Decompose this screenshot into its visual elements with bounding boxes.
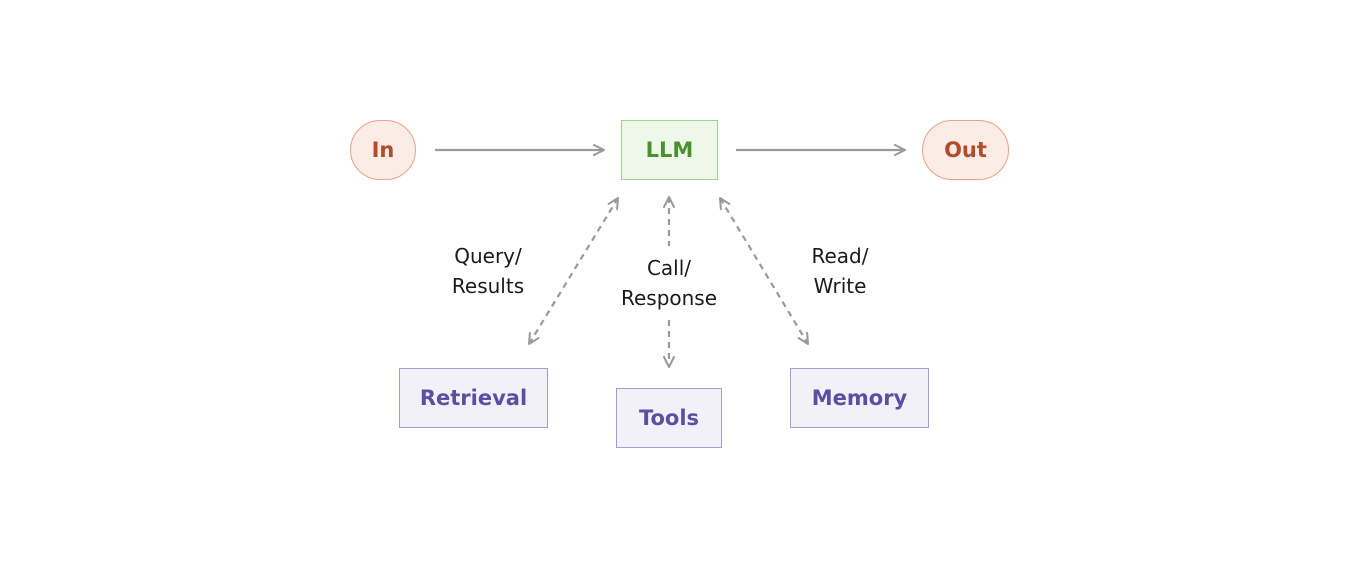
memory-edge-label-line1: Read/: [811, 244, 869, 268]
memory-node-label: Memory: [811, 386, 908, 410]
tools-node-label: Tools: [638, 406, 700, 430]
input-node: In: [350, 120, 416, 180]
llm-node: LLM: [621, 120, 718, 180]
retrieval-edge-label-line2: Results: [451, 274, 525, 298]
retrieval-edge-label-line1: Query/: [454, 244, 522, 268]
tools-edge-label-line2: Response: [620, 286, 718, 310]
llm-node-label: LLM: [645, 138, 694, 162]
output-node-label: Out: [944, 138, 987, 162]
output-node: Out: [922, 120, 1009, 180]
input-node-label: In: [371, 138, 395, 162]
retrieval-node-label: Retrieval: [419, 386, 528, 410]
retrieval-edge-label: Query/ Results: [428, 241, 548, 301]
memory-node: Memory: [790, 368, 929, 428]
memory-edge-label-line2: Write: [813, 274, 867, 298]
tools-edge-label-line1: Call/: [646, 256, 692, 280]
retrieval-node: Retrieval: [399, 368, 548, 428]
tools-edge-label: Call/ Response: [604, 253, 734, 313]
tools-node: Tools: [616, 388, 722, 448]
memory-edge-label: Read/ Write: [790, 241, 890, 301]
